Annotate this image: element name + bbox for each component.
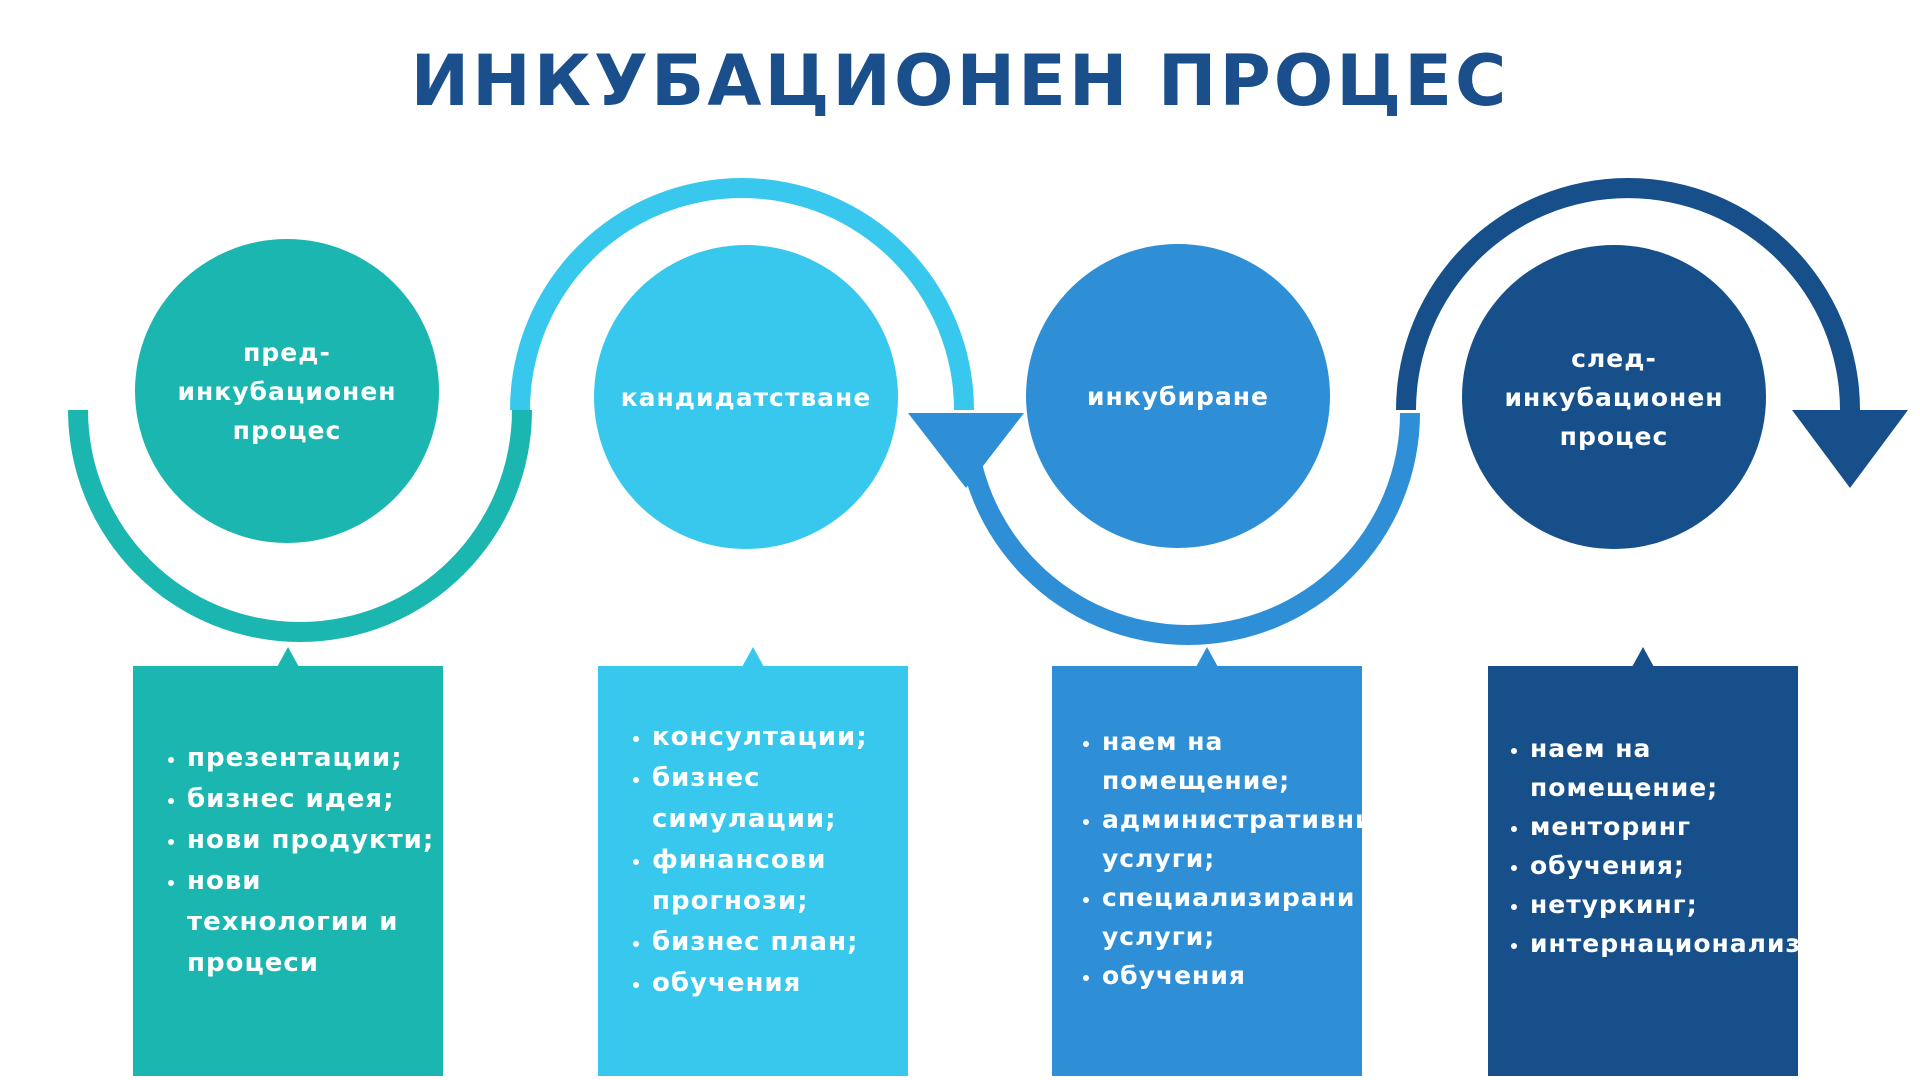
list-item: интернационализация xyxy=(1530,924,1873,963)
list-item: обучения xyxy=(652,963,908,1004)
stage4-label-line: инкубационен xyxy=(1504,382,1724,412)
list-item: финансови прогнози; xyxy=(652,840,908,922)
stage4-circle xyxy=(1462,245,1766,549)
stage2-circle xyxy=(594,245,898,549)
stage3-label: инкубиране xyxy=(1028,246,1328,546)
list-item: обучения xyxy=(1102,956,1362,995)
stage2-label: кандидатстване xyxy=(596,247,896,547)
list-item: презентации; xyxy=(187,738,443,779)
list-item: административни услуги; xyxy=(1102,800,1373,878)
stage3-arrow-head xyxy=(908,413,1024,488)
stage4-label-line: процес xyxy=(1559,421,1669,451)
list-item: нови продукти; xyxy=(187,820,443,861)
list-item: обучения; xyxy=(1530,846,1798,885)
list-item: наем на помещение; xyxy=(1102,722,1362,800)
stage3-label-line: инкубиране xyxy=(1086,381,1270,411)
stage4-card: наем на помещение; менторинг обучения; н… xyxy=(1488,666,1873,1076)
list-item: менторинг xyxy=(1530,807,1798,846)
list-item: нови технологии и процеси xyxy=(187,861,443,984)
stage1-label-line: процес xyxy=(232,415,342,445)
list-item: бизнес симулации; xyxy=(652,758,908,840)
list-item: бизнес идея; xyxy=(187,779,443,820)
stage1-label: пред- инкубационен процес xyxy=(137,241,437,541)
stage1-label-line: инкубационен xyxy=(177,376,397,406)
stage3-card: наем на помещение; административни услуг… xyxy=(1052,666,1373,1076)
stage4-label-line: след- xyxy=(1571,343,1657,373)
stage4-label: след- инкубационен процес xyxy=(1464,247,1764,547)
stage1-circle xyxy=(135,239,439,543)
stage4-list: наем на помещение; менторинг обучения; н… xyxy=(1488,729,1873,963)
stage1-card: презентации; бизнес идея; нови продукти;… xyxy=(133,666,443,1076)
stage4-card-pointer xyxy=(1632,647,1654,667)
stage4-arrow-head xyxy=(1792,410,1908,488)
list-item: бизнес план; xyxy=(652,922,908,963)
stage1-label-line: пред- xyxy=(243,337,331,367)
stage2-list: консултации; бизнес симулации; финансови… xyxy=(598,717,908,1004)
stage3-list: наем на помещение; административни услуг… xyxy=(1052,722,1373,995)
stage3-circle xyxy=(1026,244,1330,548)
list-item: наем на помещение; xyxy=(1530,729,1798,807)
stage1-list: презентации; бизнес идея; нови продукти;… xyxy=(133,738,443,984)
page-title: ИНКУБАЦИОНЕН ПРОЦЕС xyxy=(410,40,1510,122)
stage1-card-pointer xyxy=(277,647,299,667)
stage3-card-pointer xyxy=(1196,647,1218,667)
stage2-label-line: кандидатстване xyxy=(620,382,872,412)
list-item: консултации; xyxy=(652,717,908,758)
stage2-card-pointer xyxy=(742,647,764,667)
stage2-card: консултации; бизнес симулации; финансови… xyxy=(598,666,908,1076)
list-item: специализирани услуги; xyxy=(1102,878,1362,956)
list-item: нетуркинг; xyxy=(1530,885,1798,924)
